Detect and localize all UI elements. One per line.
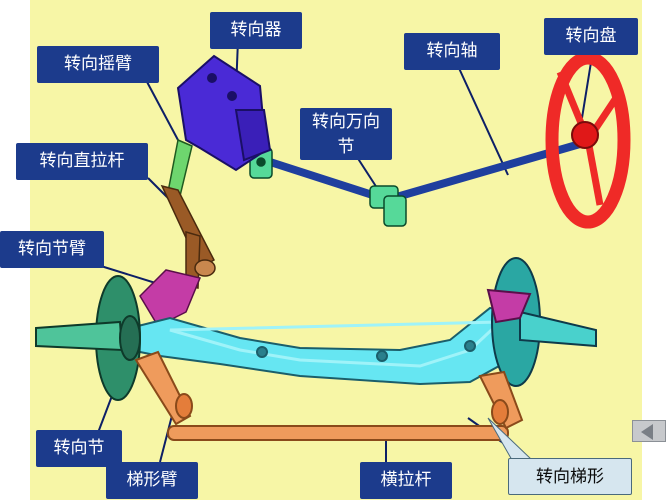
label-drag-link: 转向直拉杆 <box>16 143 148 180</box>
tie-rod <box>134 350 524 441</box>
label-pitman-arm: 转向摇臂 <box>37 46 159 83</box>
label-steering-gear: 转向器 <box>210 12 302 49</box>
previous-slide-button[interactable] <box>632 420 666 442</box>
steering-knuckle-left <box>35 275 141 401</box>
steering-gear <box>176 54 272 172</box>
label-steering-knuckle: 转向节 <box>36 430 122 467</box>
label-trapezoid-arm: 梯形臂 <box>106 462 198 499</box>
label-steering-trapezoid: 转向梯形 <box>508 458 632 495</box>
label-steering-shaft: 转向轴 <box>404 33 500 70</box>
arrow-left-icon <box>641 424 653 440</box>
universal-joint <box>249 147 407 227</box>
label-universal-joint: 转向万向节 <box>300 108 392 160</box>
drag-link <box>160 184 216 289</box>
label-knuckle-arm: 转向节臂 <box>0 231 104 268</box>
diagram-panel <box>30 0 642 500</box>
label-steering-wheel: 转向盘 <box>544 18 638 55</box>
label-tie-rod: 横拉杆 <box>360 462 452 499</box>
steering-shaft <box>260 156 392 204</box>
steering-wheel <box>545 51 631 229</box>
steering-knuckle-right <box>486 257 597 387</box>
